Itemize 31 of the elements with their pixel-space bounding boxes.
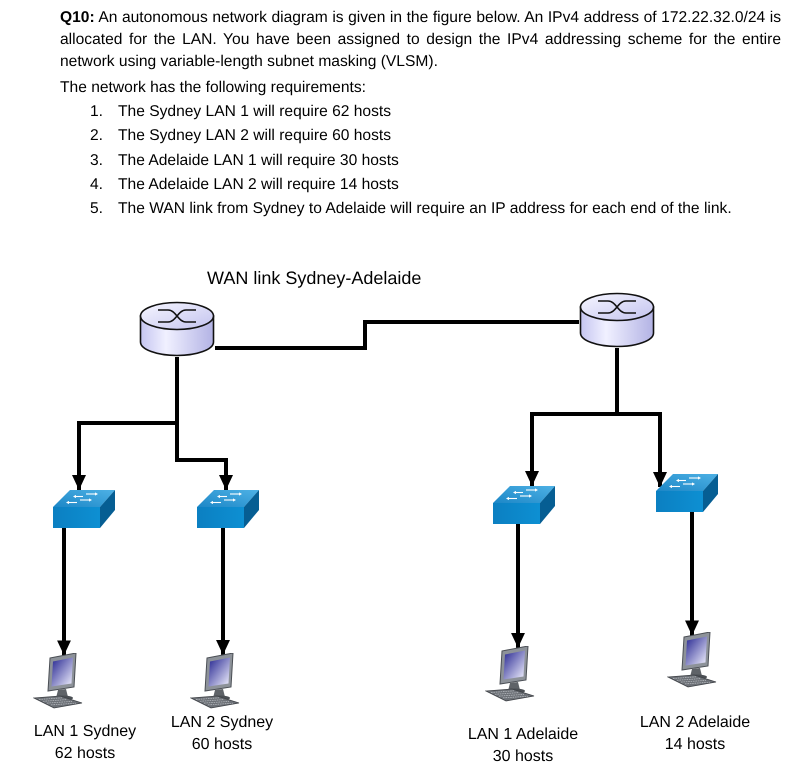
list-number: 1. (90, 102, 104, 122)
lan-label: LAN 2 Sydney 60 hosts (170, 713, 274, 755)
router-icon (579, 292, 655, 348)
requirement-text: The WAN link from Sydney to Adelaide will require an IP address for each end of the link. (118, 199, 732, 220)
lan-label: LAN 1 Sydney 62 hosts (32, 722, 138, 764)
list-number: 2. (90, 126, 104, 146)
requirement-text: The Sydney LAN 1 will require 62 hosts (118, 102, 392, 122)
desktop-computer-icon (485, 646, 535, 702)
list-number: 3. (90, 150, 104, 171)
arrow (685, 512, 699, 636)
network-switch-icon (197, 489, 259, 528)
network-switch-icon (656, 473, 718, 512)
requirement-text: The Sydney LAN 2 will require 60 hosts (118, 126, 392, 146)
requirement-text: The Adelaide LAN 1 will require 30 hosts (118, 150, 399, 171)
desktop-computer-icon (667, 632, 717, 688)
desktop-computer-icon (190, 653, 240, 709)
arrow (216, 528, 230, 655)
network-switch-icon (53, 489, 115, 528)
connection-line (215, 320, 579, 350)
list-number: 4. (90, 174, 104, 195)
desktop-computer-icon (33, 653, 83, 709)
intro-text: The network has the following requirements: (60, 78, 366, 98)
lan-label: LAN 2 Adelaide 14 hosts (638, 713, 752, 755)
arrow (511, 524, 525, 648)
list-number: 5. (90, 199, 104, 220)
lan-label: LAN 1 Adelaide 30 hosts (466, 725, 580, 767)
router-icon (139, 301, 215, 357)
requirement-text: The Adelaide LAN 2 will require 14 hosts (118, 174, 399, 195)
network-switch-icon (493, 485, 555, 524)
question-text: Q10: An autonomous network diagram is given in the figure below. An IPv4 address of 172.22.32.0/24 is allocated for the LAN. You have been assigned to design the IPv4 addressing scheme for the entire network using variable-length subnet masking (VLSM). (60, 8, 781, 72)
arrow (57, 528, 71, 656)
